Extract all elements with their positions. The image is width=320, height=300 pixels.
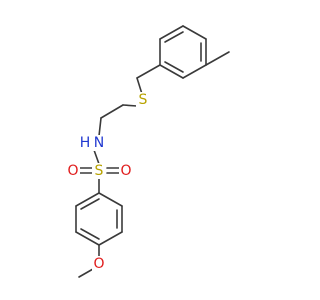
bond <box>98 192 123 207</box>
bond <box>164 61 184 73</box>
atom-label: O <box>93 256 104 272</box>
bond <box>159 25 184 40</box>
atom-h-amine: H <box>79 135 91 151</box>
bond <box>80 228 100 240</box>
atom-o-methoxy: O <box>92 256 106 272</box>
bond <box>75 231 100 246</box>
atom-o-sulfonyl-left: O <box>66 163 80 179</box>
bond <box>98 117 102 137</box>
bond <box>100 104 124 119</box>
atom-n-amine: N <box>92 135 106 151</box>
atom-label: S <box>95 163 104 179</box>
bond <box>98 231 123 246</box>
atom-o-sulfonyl-right: O <box>119 163 133 179</box>
bond <box>182 25 207 40</box>
bond <box>80 198 100 210</box>
bond <box>93 149 100 165</box>
bond <box>136 77 143 95</box>
bond-layer <box>75 25 230 278</box>
atom-label: O <box>120 163 131 179</box>
atom-label: H <box>80 135 91 151</box>
atom-label: S <box>139 92 148 108</box>
bond <box>78 268 94 278</box>
atom-s-thioether: S <box>136 92 150 108</box>
atom-label-layer: S N H S O O O <box>66 92 150 272</box>
bond <box>122 104 138 107</box>
atom-label: O <box>67 163 78 179</box>
bond <box>164 31 184 43</box>
bond <box>75 192 100 207</box>
atom-s-sulfonyl: S <box>92 163 106 179</box>
bond <box>182 64 207 79</box>
bond <box>205 51 230 66</box>
bond <box>159 64 184 79</box>
atom-label: N <box>94 135 104 151</box>
molecule-diagram: S N H S O O O <box>66 25 230 278</box>
bond <box>136 64 161 79</box>
